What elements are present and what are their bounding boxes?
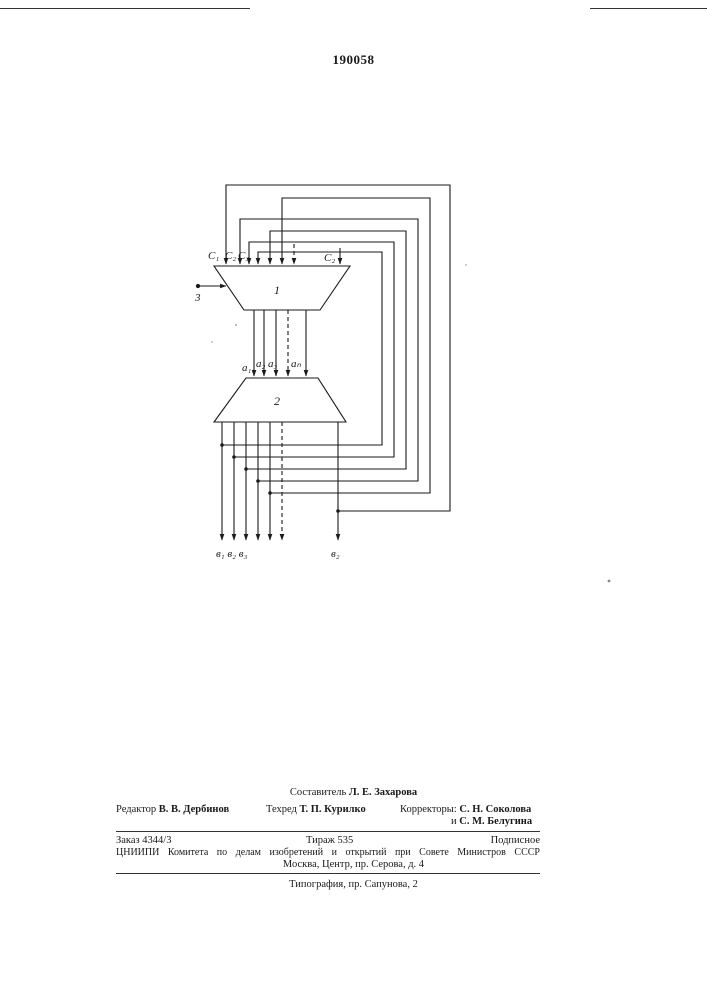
b-labels-left: в₁ в₂ в₃ [216,548,247,560]
editor-name: В. В. Дербинов [159,804,229,815]
rule-1 [116,831,540,832]
c2-label: C₂ [225,250,236,262]
editor-line: Редактор В. В. Дербинов [116,803,229,816]
printing-line: Типография, пр. Сапунова, 2 [0,878,707,891]
circuit-diagram: 1 2 3 C₁ C₂ C₃ C₂ a₁ a₂ a₃ aₙ в₁ в₂ в₃ в… [0,0,707,600]
techred-line: Техред Т. П. Курилко [266,803,366,816]
compiler-line: Составитель Л. Е. Захарова [0,786,707,799]
compiler-label: Составитель [290,787,346,798]
block-1-trapezoid [214,266,350,310]
compiler-name: Л. Е. Захарова [349,787,417,798]
feedback-loop-1 [222,252,382,445]
corrector-2-prefix: и [451,816,457,827]
scan-specks [211,264,610,582]
cz-label: C₂ [324,252,335,264]
block-1-label: 1 [274,283,280,297]
a2-label: a₂ [256,358,266,370]
junction-dots [220,443,340,513]
c3-label: C₃ [238,250,249,262]
techred-name: Т. П. Курилко [300,804,366,815]
rule-2 [116,873,540,874]
block-2-label: 2 [274,394,280,408]
corrector-1: С. Н. Соколова [459,804,531,815]
correctors-label: Корректоры: [400,804,457,815]
c1-label: C₁ [208,250,219,262]
corrector-2-line: и С. М. Белугина [451,815,532,828]
block-2-trapezoid [214,378,346,422]
techred-label: Техред [266,804,297,815]
bz-label: в₂ [331,548,340,560]
address-line: Москва, Центр, пр. Серова, д. 4 [0,858,707,871]
editor-label: Редактор [116,804,156,815]
corrector-2: С. М. Белугина [459,816,532,827]
input-3-label: 3 [194,292,201,304]
a3-label: a₃ [268,358,278,370]
a1-label: a₁ [242,362,252,374]
an-label: aₙ [291,358,302,370]
